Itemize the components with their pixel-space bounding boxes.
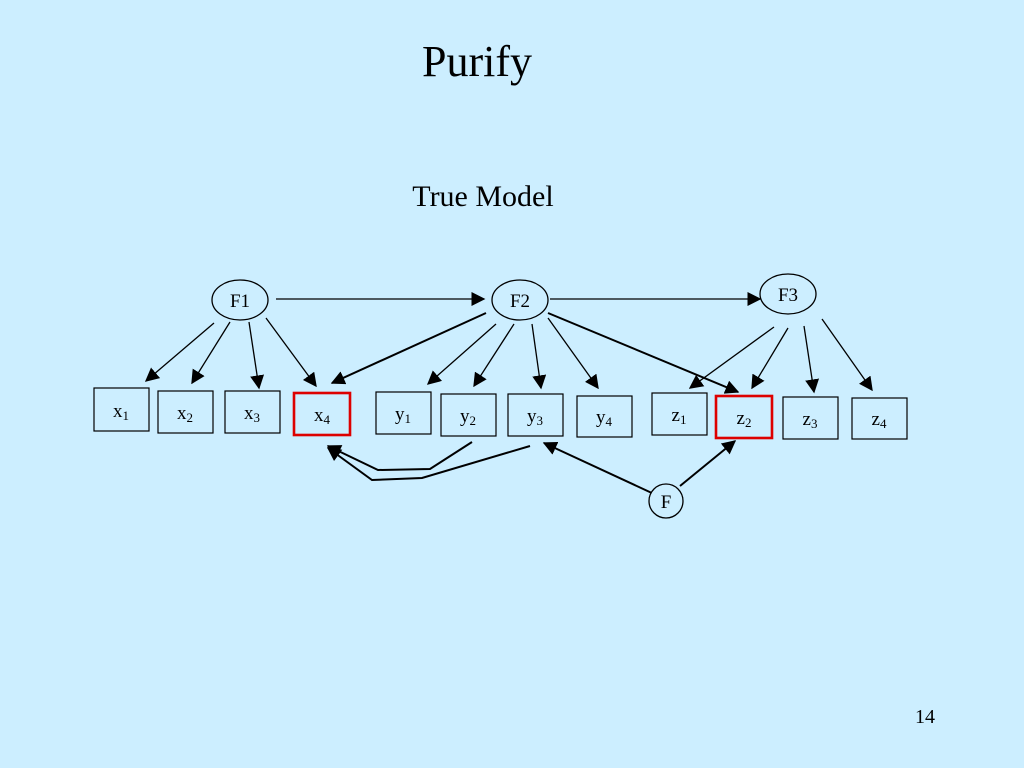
edge-F2-z2: [547, 312, 740, 394]
latent-F1-label: F1: [230, 291, 250, 312]
indicator-x2-box: [157, 390, 214, 434]
edge-F3-z2: [751, 327, 789, 390]
indicator-x2: x2: [157, 390, 214, 434]
indicator-y1: y1: [375, 391, 432, 435]
indicator-z2-label: z2: [737, 408, 752, 430]
indicator-y1-box: [375, 391, 432, 435]
indicator-z4-label: z4: [872, 409, 887, 431]
latent-F1: F1: [211, 279, 269, 321]
indicator-x3-box: [224, 390, 281, 434]
indicator-z2-box: [714, 394, 774, 440]
edge-F2-x4: [330, 312, 487, 385]
page-number: 14: [915, 706, 935, 728]
indicator-z4: z4: [851, 397, 908, 440]
edge-F2-y2: [473, 323, 515, 388]
edge-F2-y3: [531, 323, 547, 390]
indicator-y1-label: y1: [395, 404, 411, 426]
edge-F1-x3: [248, 321, 265, 390]
indicator-x1-label: x1: [113, 401, 129, 423]
diagram-subtitle: True Model: [412, 180, 554, 213]
edge-F2-y1: [426, 323, 497, 385]
indicator-x4-box: [292, 391, 352, 437]
indicator-x4-label: x4: [314, 405, 331, 427]
indicator-z1-label: z1: [672, 405, 687, 427]
latent-F2-shape: [491, 279, 549, 321]
indicator-y3-label: y3: [527, 406, 543, 428]
indicator-z2: z2: [714, 394, 774, 440]
latent-F-label: F: [661, 492, 672, 513]
latent-F3-shape: [759, 273, 817, 315]
edge-y2-x4: [326, 441, 473, 472]
indicator-y2-label: y2: [460, 406, 476, 428]
edge-F-z2: [679, 440, 737, 487]
indicator-z3-label: z3: [803, 409, 818, 431]
edge-F1-x4: [265, 317, 317, 388]
edge-F3-z4: [821, 318, 873, 392]
indicator-y4: y4: [576, 395, 633, 438]
latent-F1-shape: [211, 279, 269, 321]
edge-F3-z3: [803, 325, 820, 394]
latent-F3: F3: [759, 273, 817, 315]
indicator-x3-label: x3: [244, 403, 260, 425]
edge-F3-z1: [688, 326, 775, 389]
indicator-z3-box: [782, 396, 839, 440]
edge-F-y3: [542, 441, 655, 495]
slide-title: Purify: [422, 37, 532, 86]
indicator-x3: x3: [224, 390, 281, 434]
indicator-z3: z3: [782, 396, 839, 440]
latent-F: F: [648, 483, 684, 519]
edge-layer: [144, 292, 873, 495]
latent-F2-label: F2: [510, 291, 530, 312]
latent-F3-label: F3: [778, 285, 798, 306]
indicator-y3: y3: [507, 393, 564, 437]
indicator-x1: x1: [93, 387, 150, 432]
indicator-x4: x4: [292, 391, 352, 437]
latent-F2: F2: [491, 279, 549, 321]
indicator-y2-box: [440, 393, 497, 437]
indicator-y3-box: [507, 393, 564, 437]
indicator-x2-label: x2: [177, 403, 193, 425]
indicator-y2: y2: [440, 393, 497, 437]
indicator-y4-box: [576, 395, 633, 438]
edge-F2-y4: [547, 317, 599, 390]
latent-F-shape: [648, 483, 684, 519]
edge-y3-x4: [326, 445, 531, 482]
indicator-x1-box: [93, 387, 150, 432]
indicator-y4-label: y4: [596, 407, 613, 429]
edge-F1-x2: [191, 321, 231, 385]
indicator-z1: z1: [651, 392, 708, 436]
indicator-z4-box: [851, 397, 908, 440]
indicator-z1-box: [651, 392, 708, 436]
edge-F1-x1: [144, 322, 215, 382]
